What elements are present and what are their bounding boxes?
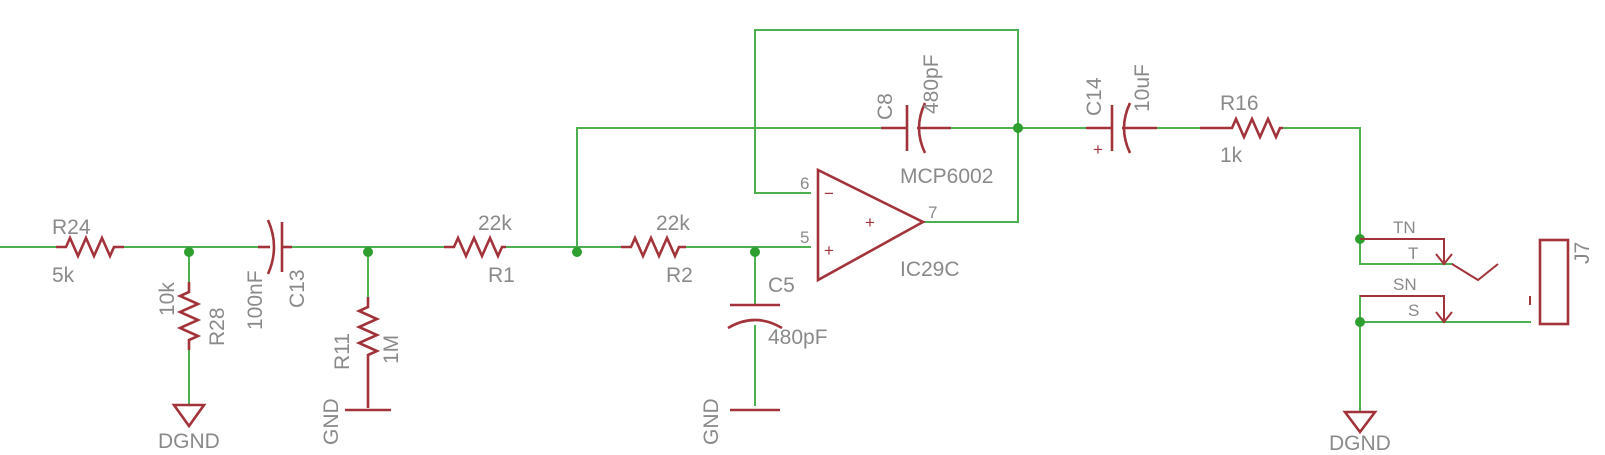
c8-value: 480pF (920, 54, 943, 114)
junction (750, 247, 760, 257)
c13-name: C13 (286, 269, 309, 308)
junction (572, 247, 582, 257)
c14-polarity: + (1093, 140, 1103, 159)
dgnd-left-label: DGND (158, 430, 220, 453)
wires (0, 29, 1531, 413)
jack-body (1538, 238, 1570, 326)
junction (1355, 317, 1365, 327)
r11-value: 1M (380, 335, 403, 364)
jack-pin-s: S (1408, 301, 1419, 320)
opamp-supply-sign: + (865, 213, 875, 232)
r11-name: R11 (331, 333, 354, 370)
c13-value: 100nF (244, 270, 267, 330)
junction (184, 247, 194, 257)
resistor-r28: 10k R28 (156, 282, 229, 350)
dgnd-symbol-right: DGND (1329, 410, 1391, 455)
jack-pin-tn: TN (1393, 218, 1416, 237)
c14-name: C14 (1083, 77, 1106, 116)
wire-r16-jack (1282, 127, 1453, 265)
c5-name: C5 (768, 274, 795, 297)
c5-value: 480pF (768, 326, 828, 349)
r24-value: 5k (52, 264, 75, 287)
gnd-c5-label: GND (700, 398, 723, 445)
opamp-ic29c: − + + 6 5 7 MCP6002 IC29C (800, 165, 993, 283)
resistor-r24: R24 5k (52, 216, 124, 287)
r24-name: R24 (52, 216, 91, 239)
r2-name: R2 (666, 264, 693, 287)
r16-name: R16 (1220, 92, 1259, 115)
capacitor-c8: C8 480pF (874, 54, 951, 154)
c14-value: 10uF (1131, 64, 1154, 112)
junction (363, 247, 373, 257)
gnd-r11-label: GND (320, 398, 343, 445)
r1-name: R1 (488, 264, 515, 287)
capacitor-c5: C5 480pF GND (700, 274, 828, 445)
wire-inv-feedback (754, 29, 1019, 223)
dgnd-symbol-left: DGND (158, 403, 220, 453)
wire-feedback-c8 (576, 127, 882, 248)
jack-j7: TN T SN S J7 (1360, 218, 1594, 326)
resistor-r16: R16 1k (1200, 92, 1283, 167)
r28-name: R28 (206, 307, 229, 346)
capacitor-c14: + C14 10uF (1083, 64, 1157, 159)
r16-value: 1k (1220, 144, 1243, 167)
opamp-noninv-sign: + (824, 241, 834, 260)
opamp-pin-6: 6 (800, 174, 809, 193)
capacitor-c13: 100nF C13 (244, 219, 309, 330)
junction (1013, 123, 1023, 133)
opamp-pin-7: 7 (928, 203, 937, 222)
resistor-r11: R11 1M GND (320, 297, 403, 445)
opamp-name: IC29C (900, 258, 960, 281)
jack-pin-sn: SN (1393, 275, 1417, 294)
resistor-r1: 22k R1 (444, 212, 515, 287)
r2-value: 22k (656, 212, 690, 235)
dgnd-right-label: DGND (1329, 432, 1391, 455)
opamp-pin-5: 5 (800, 228, 809, 247)
j7-name: J7 (1571, 242, 1594, 264)
opamp-value: MCP6002 (900, 165, 993, 188)
opamp-inv-sign: − (824, 184, 834, 203)
r28-value: 10k (156, 282, 179, 316)
c8-name: C8 (874, 93, 897, 120)
jack-pin-t: T (1408, 244, 1418, 263)
r1-value: 22k (478, 212, 512, 235)
resistor-r2: 22k R2 (621, 212, 693, 287)
